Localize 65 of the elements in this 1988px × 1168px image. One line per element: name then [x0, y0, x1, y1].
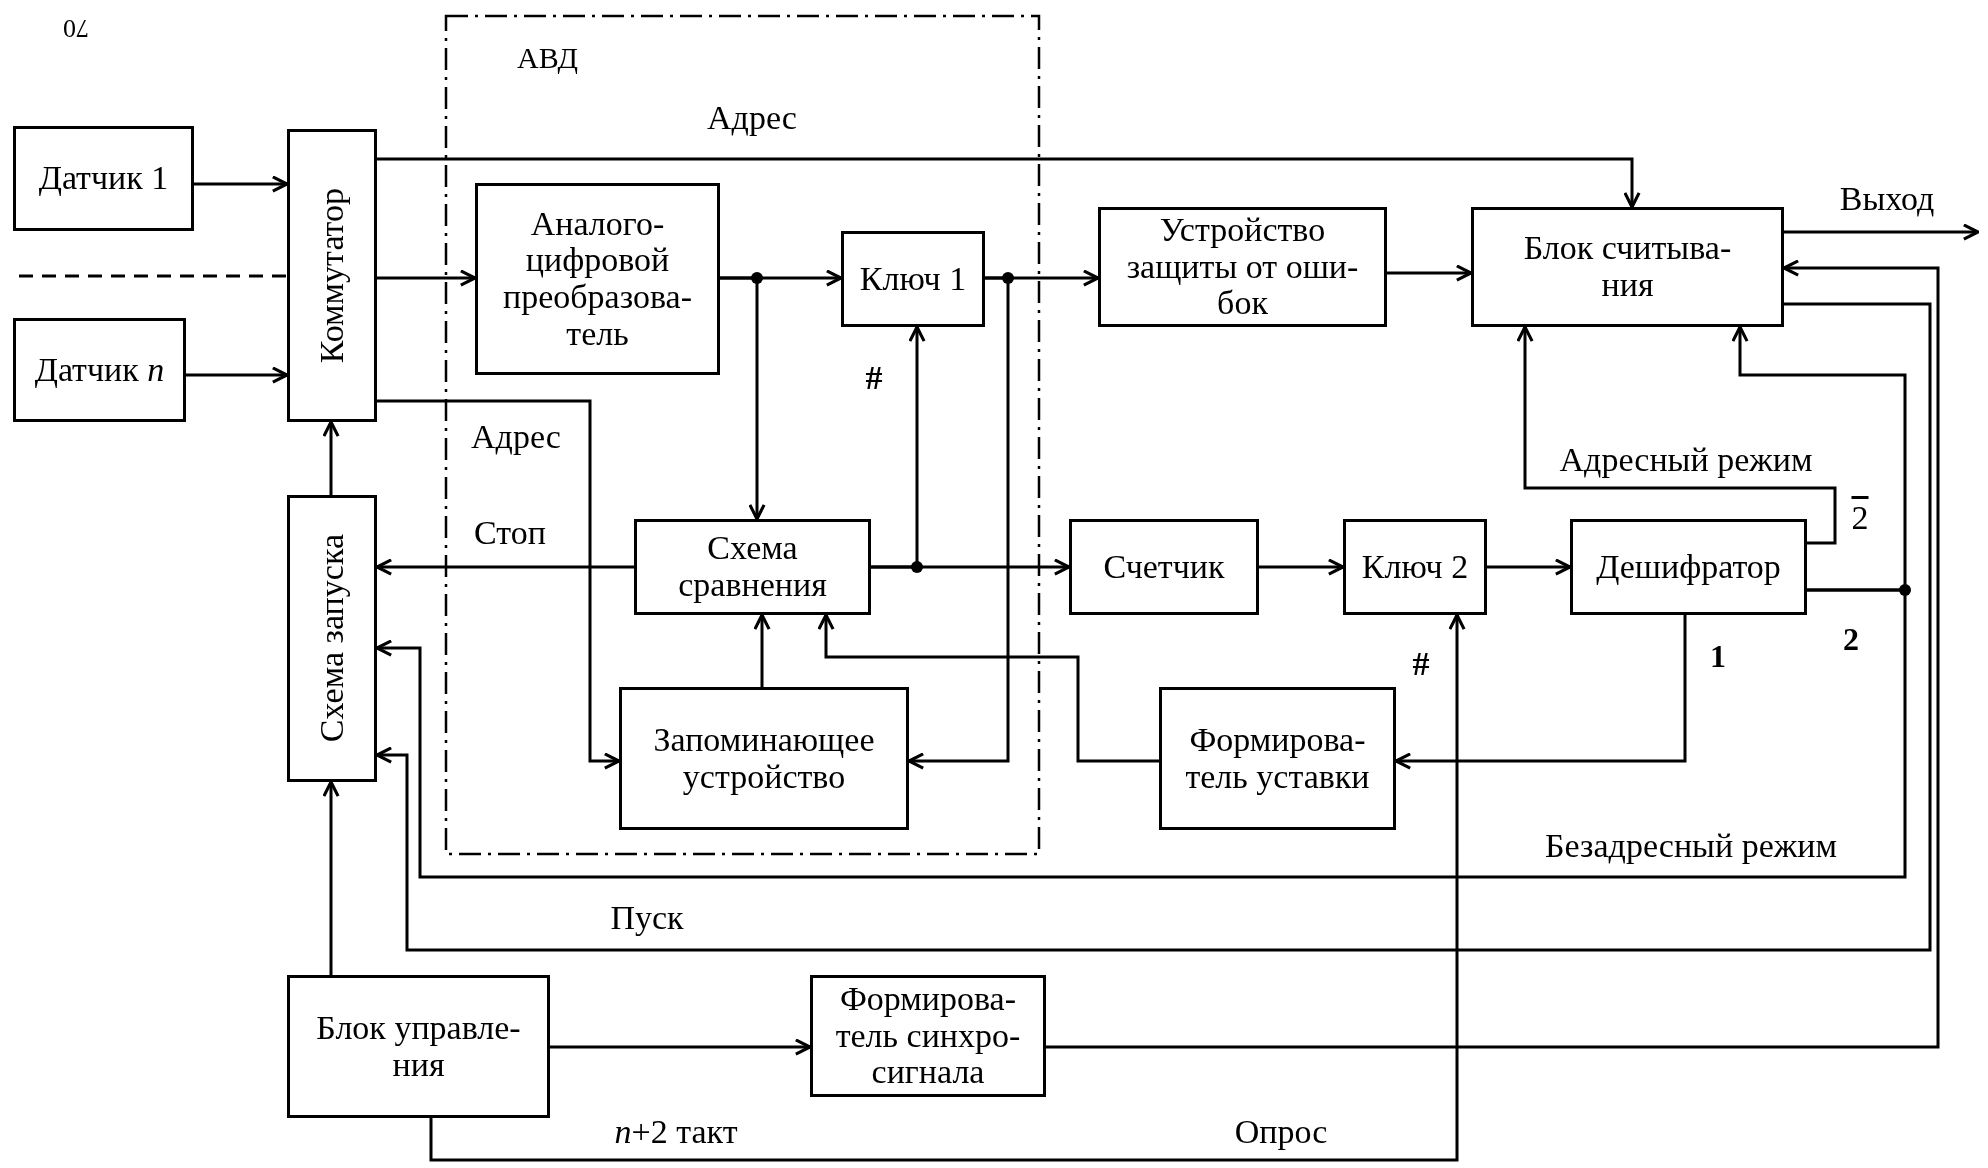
group-label: АВД: [517, 41, 578, 75]
signal-mark: #: [865, 359, 883, 397]
block-box: [619, 687, 909, 830]
block-label: Блок считыва- ния: [1522, 230, 1733, 304]
block-label: Аналого- цифровой преобразова- тель: [502, 205, 693, 353]
connector-arrow: [817, 613, 1159, 763]
output-label: 2: [1843, 620, 1859, 658]
connector-arrow: [377, 157, 1641, 209]
block-label: Ключ 1: [859, 260, 967, 298]
connector-arrow: [429, 613, 1466, 1162]
block-label: Коммутатор: [313, 187, 351, 364]
block-label: Датчик n: [34, 351, 165, 389]
block-label: Устройство защиты от оши- бок: [1125, 211, 1360, 323]
connector-arrow: [1487, 558, 1572, 576]
output-label: 2: [1851, 499, 1869, 537]
connector-arrow: [720, 276, 766, 521]
connector-arrow: [871, 325, 926, 569]
page-number: 70: [63, 13, 89, 43]
connector-arrow: [1784, 223, 1980, 241]
block-label: Датчик 1: [38, 160, 169, 197]
block-box: [841, 231, 985, 327]
connector-arrow: [322, 420, 340, 495]
block-box: [13, 318, 186, 422]
block-label: Счетчик: [1103, 548, 1225, 586]
connector-arrow: [1731, 325, 1907, 592]
connector-arrow: [1394, 615, 1687, 770]
block-box: [1098, 207, 1387, 327]
dash-dot-frame: [445, 15, 1040, 855]
connector-arrow: [550, 1038, 812, 1056]
connector-arrow: [1259, 558, 1345, 576]
connector-arrow: [907, 276, 1010, 770]
block-label: Запоминающее устройство: [652, 721, 876, 796]
signal-mark: #: [1412, 645, 1430, 683]
connector-arrow: [753, 613, 771, 687]
block-box: [287, 129, 377, 422]
connector-arrow: [1046, 259, 1940, 1049]
block-box: [13, 126, 194, 231]
block-box: [634, 519, 871, 615]
block-box: [287, 975, 550, 1118]
connector-arrow: [375, 558, 634, 576]
connector-arrow: [377, 399, 621, 770]
connector-arrow: [1516, 325, 1837, 545]
block-label: Дешифратор: [1596, 548, 1781, 586]
block-box: [475, 183, 720, 375]
connector-arrow: [375, 302, 1932, 952]
output-label: 1: [1710, 637, 1726, 675]
block-label: Схема сравнения: [677, 530, 828, 604]
block-label: Формирова- тель синхро- сигнала: [834, 980, 1022, 1092]
signal-label: n+2 такт: [614, 1113, 738, 1151]
block-label: Блок управле- ния: [315, 1009, 522, 1084]
connector-arrow: [194, 175, 289, 193]
connector-arrow: [322, 780, 340, 975]
connector-arrow: [1387, 264, 1473, 282]
block-box: [810, 975, 1046, 1097]
block-box: [1159, 687, 1396, 830]
block-label: Формирова- тель уставки: [1184, 721, 1371, 796]
connector-arrow: [377, 269, 477, 287]
connector-arrow: [186, 366, 289, 384]
block-label: Ключ 2: [1361, 548, 1469, 586]
block-box: [1069, 519, 1259, 615]
block-box: [1343, 519, 1487, 615]
block-box: [1570, 519, 1807, 615]
block-label: Схема запуска: [313, 534, 351, 743]
block-box: [1471, 207, 1784, 327]
block-box: [287, 495, 377, 782]
